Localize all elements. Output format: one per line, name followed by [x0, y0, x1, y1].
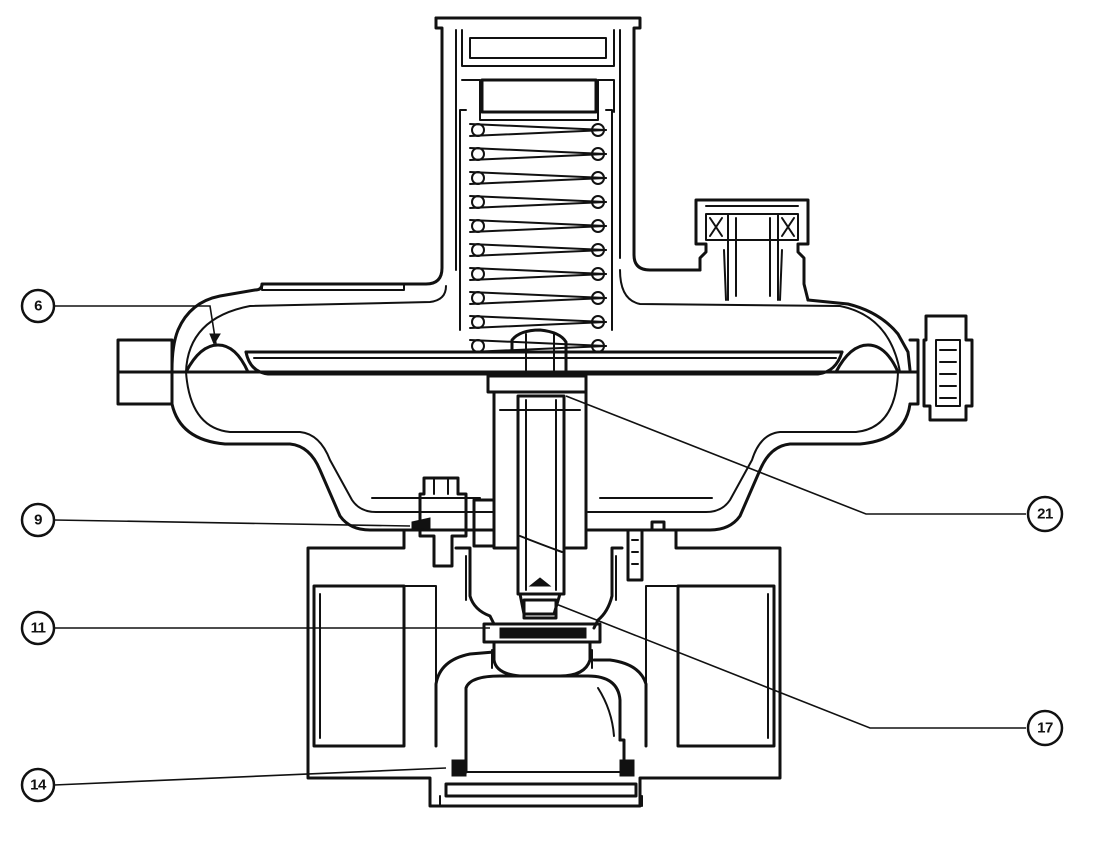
callout-14: 14: [20, 767, 56, 803]
callout-11-label: 11: [31, 620, 46, 637]
bottom-cap: [439, 759, 643, 807]
callout-9: 9: [20, 502, 56, 538]
callout-17-label: 17: [1037, 720, 1053, 737]
casing-bolt: [922, 314, 974, 422]
callout-21: 21: [1026, 495, 1064, 533]
callout-6: 6: [20, 288, 56, 324]
lower-casing: [170, 371, 912, 532]
callout-14-label: 14: [30, 777, 47, 794]
vent-screw: [411, 476, 496, 568]
callout-6-label: 6: [34, 298, 42, 315]
callout-21-label: 21: [1037, 506, 1053, 523]
valve-stem: [486, 328, 588, 616]
spring-bonnet: [402, 16, 702, 331]
callout-9-label: 9: [34, 512, 42, 529]
leader-lines: [53, 305, 1026, 786]
callout-11: 11: [20, 610, 56, 646]
spring: [469, 123, 607, 353]
upper-casing: [170, 269, 912, 373]
valve-body: [306, 528, 782, 808]
vent-cap: [694, 198, 810, 302]
callout-17: 17: [1026, 709, 1064, 747]
diaphragm-flange: [116, 338, 920, 406]
body-plug: [626, 520, 666, 582]
valve-disc: [482, 598, 602, 678]
